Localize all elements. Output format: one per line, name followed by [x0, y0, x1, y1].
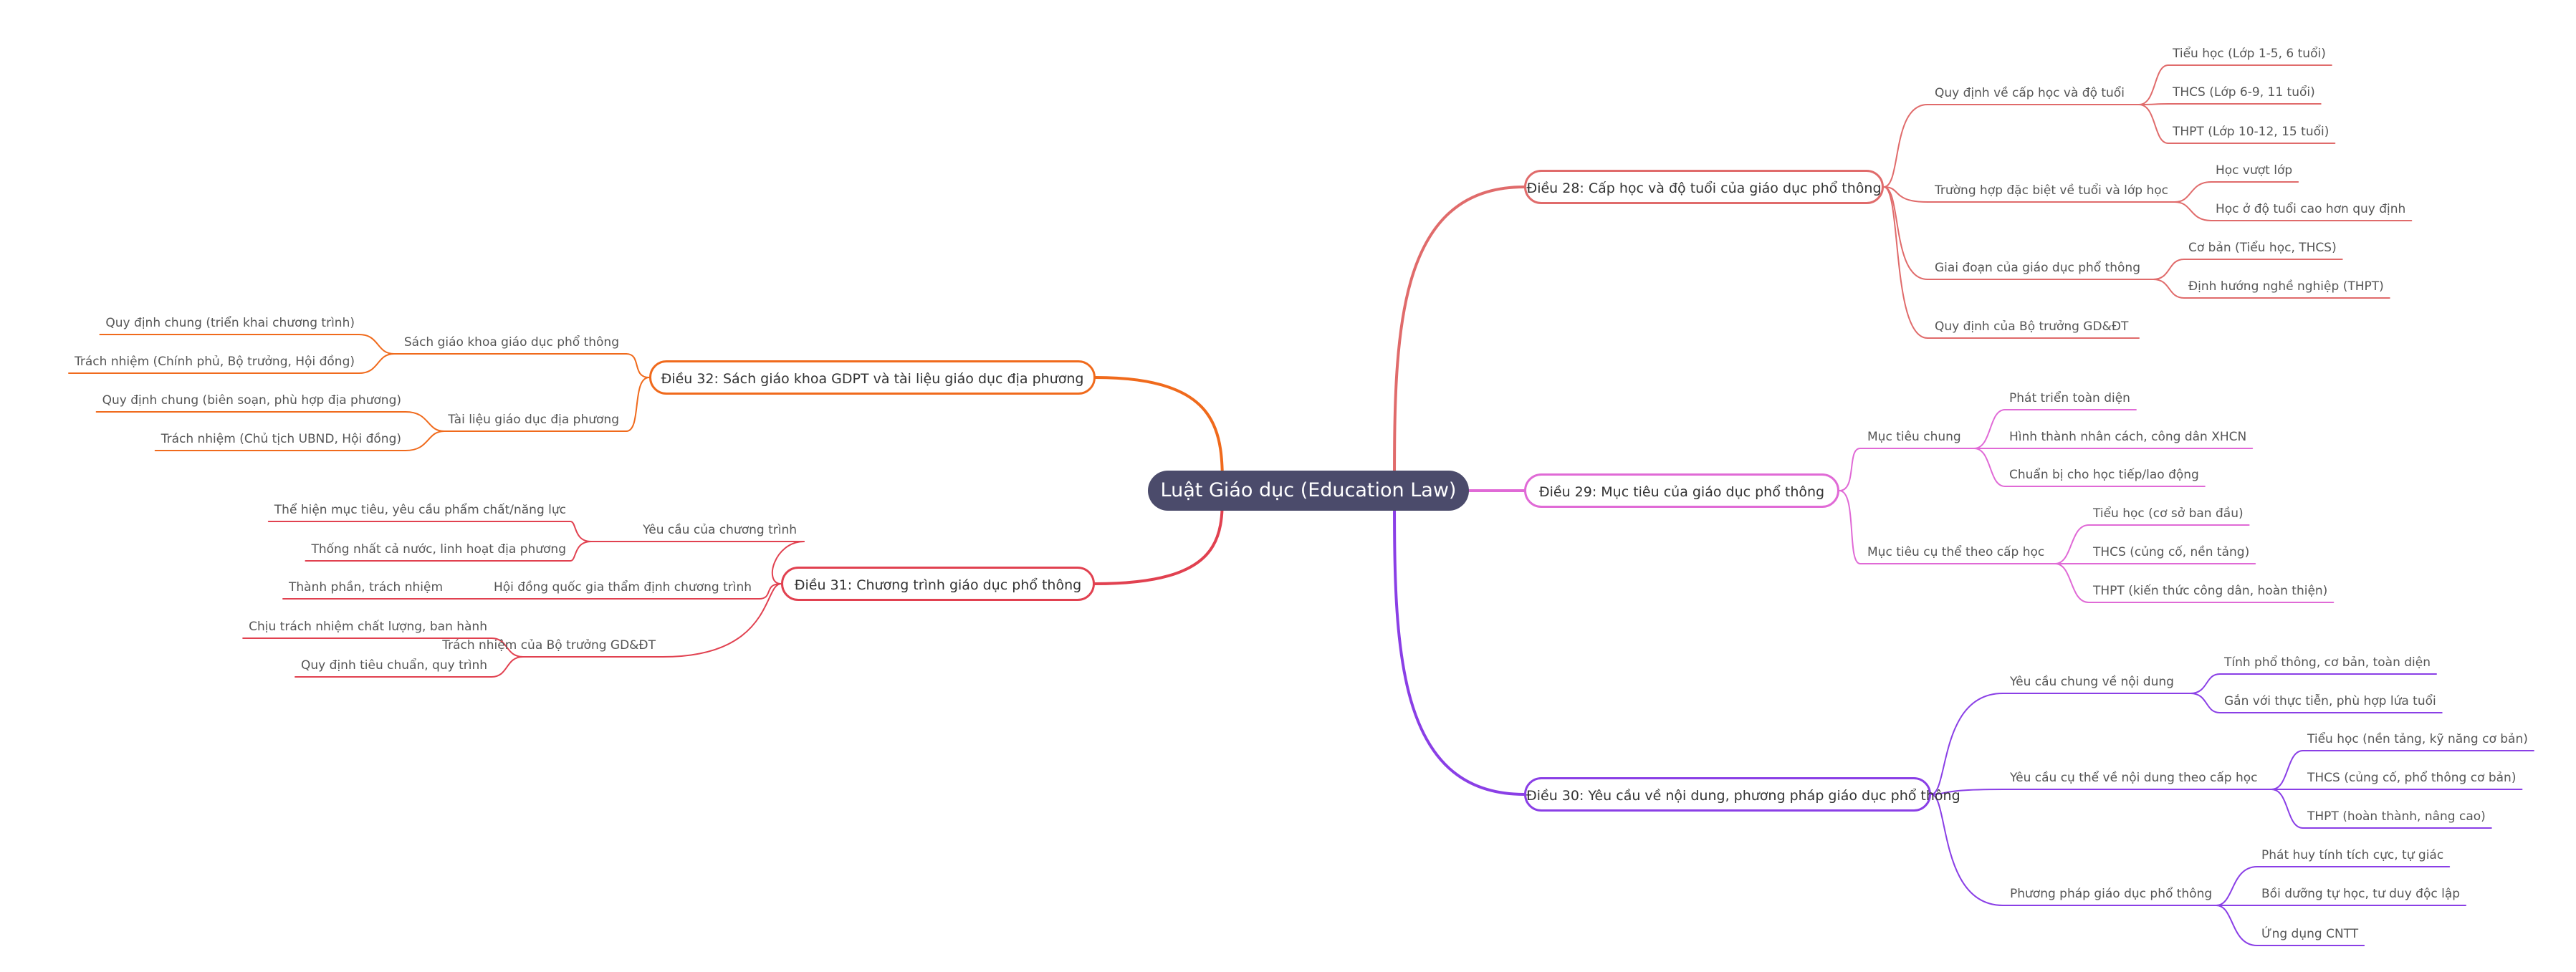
level3-connector — [1973, 448, 2206, 487]
level3-node[interactable]: Chịu trách nhiệm chất lượng, ban hành — [249, 620, 487, 634]
branch-connector — [1094, 376, 1224, 492]
branch-connector — [1393, 489, 1526, 796]
level3-connector — [1973, 409, 2137, 449]
level3-node[interactable]: THCS (Lớp 6-9, 11 tuổi) — [2173, 85, 2315, 100]
level3-node[interactable]: Gắn với thực tiễn, phù hợp lứa tuổi — [2224, 694, 2436, 708]
level2-node[interactable]: Yêu cầu cụ thể về nội dung theo cấp học — [2010, 771, 2258, 785]
level2-node[interactable]: Mục tiêu cụ thể theo cấp học — [1867, 545, 2045, 559]
level2-node[interactable]: Yêu cầu chung về nội dung — [2010, 675, 2174, 689]
level3-connector — [95, 411, 445, 432]
level3-connector — [2271, 750, 2534, 790]
level3-connector — [2054, 563, 2335, 603]
level2-connector — [1930, 693, 2003, 795]
level2-node[interactable]: Quy định về cấp học và độ tuổi — [1935, 86, 2125, 100]
level3-node[interactable]: Trách nhiệm (Chủ tịch UBND, Hội đồng) — [161, 432, 401, 446]
level2-connector — [758, 583, 782, 600]
level3-connector — [2153, 279, 2390, 299]
level2-connector — [1930, 789, 2003, 795]
level3-connector — [2174, 201, 2413, 221]
level3-node[interactable]: Học ở độ tuổi cao hơn quy định — [2216, 202, 2406, 216]
root-topic[interactable]: Luật Giáo dục (Education Law) — [1148, 471, 1469, 511]
level2-node[interactable]: Giai đoạn của giáo dục phổ thông — [1935, 261, 2140, 275]
level3-node[interactable]: THCS (củng cố, phổ thông cơ bản) — [2307, 771, 2517, 785]
level3-node[interactable]: THCS (củng cố, nền tảng) — [2093, 545, 2250, 559]
level2-node[interactable]: Trường hợp đặc biệt về tuổi và lớp học — [1935, 183, 2169, 198]
level3-connector — [68, 353, 395, 374]
level3-connector — [2174, 181, 2299, 203]
level3-connector — [2271, 789, 2492, 829]
level3-node[interactable]: Tiểu học (cơ sở ban đầu) — [2093, 506, 2244, 521]
level3-connector — [2216, 866, 2451, 906]
level3-node[interactable]: Trách nhiệm (Chính phủ, Bộ trưởng, Hội đ… — [75, 355, 355, 369]
level3-connector — [295, 656, 524, 678]
level2-node[interactable]: Trách nhiệm của Bộ trưởng GD&ĐT — [442, 638, 656, 653]
level3-node[interactable]: Định hướng nghề nghiệp (THPT) — [2188, 279, 2384, 294]
level3-node[interactable]: Ứng dụng CNTT — [2261, 927, 2359, 941]
branch-node-dieu31[interactable]: Điều 31: Chương trình giáo dục phổ thông — [781, 567, 1095, 601]
level3-connector — [2153, 259, 2343, 280]
level2-connector — [1930, 794, 2003, 906]
level3-connector — [2138, 64, 2332, 105]
level3-connector — [242, 637, 524, 658]
level3-node[interactable]: THPT (hoàn thành, nâng cao) — [2307, 809, 2486, 824]
level2-connector — [626, 377, 650, 432]
level3-node[interactable]: Phát triển toàn diện — [2009, 391, 2130, 405]
level3-connector — [305, 541, 592, 562]
level3-node[interactable]: Quy định chung (biên soạn, phù hợp địa p… — [102, 393, 401, 408]
level3-node[interactable]: Tính phổ thông, cơ bản, toàn diện — [2224, 655, 2431, 670]
level3-connector — [99, 334, 395, 355]
level3-node[interactable]: Cơ bản (Tiểu học, THCS) — [2188, 241, 2337, 255]
level2-connector — [1839, 448, 1861, 491]
level2-connector — [1883, 186, 1928, 339]
level2-connector — [1883, 186, 1928, 280]
branch-node-dieu29[interactable]: Điều 29: Mục tiêu của giáo dục phổ thông — [1524, 473, 1839, 508]
level3-node[interactable]: Học vượt lớp — [2216, 163, 2293, 178]
level3-node[interactable]: THPT (Lớp 10-12, 15 tuổi) — [2173, 125, 2330, 139]
level3-connector — [2190, 673, 2437, 694]
level2-connector — [662, 583, 782, 658]
level3-node[interactable]: Hình thành nhân cách, công dân XHCN — [2009, 430, 2247, 444]
level2-connector — [1839, 490, 1861, 564]
level3-connector — [2054, 524, 2250, 564]
level3-node[interactable]: Quy định tiêu chuẩn, quy trình — [301, 658, 487, 673]
level3-node[interactable]: Tiểu học (nền tảng, kỹ năng cơ bản) — [2307, 732, 2528, 746]
level3-connector — [154, 430, 445, 451]
level2-node[interactable]: Quy định của Bộ trưởng GD&ĐT — [1935, 319, 2129, 334]
level2-connector — [626, 353, 650, 378]
level2-connector — [1883, 186, 1928, 203]
level3-node[interactable]: Tiểu học (Lớp 1-5, 6 tuổi) — [2173, 47, 2326, 61]
level3-connector — [2190, 693, 2443, 713]
level3-node[interactable]: Thành phần, trách nhiệm — [289, 580, 443, 595]
level2-connector — [1883, 104, 1928, 188]
level3-node[interactable]: Quy định chung (triển khai chương trình) — [105, 316, 355, 330]
level3-node[interactable]: Thống nhất cả nước, linh hoạt địa phương — [311, 542, 566, 557]
level3-connector — [267, 521, 592, 542]
branch-node-dieu30[interactable]: Điều 30: Yêu cầu về nội dung, phương phá… — [1524, 777, 1960, 812]
level2-node[interactable]: Phương pháp giáo dục phổ thông — [2010, 887, 2213, 901]
level2-connector — [771, 541, 805, 584]
level3-connector — [2216, 905, 2365, 946]
level3-node[interactable]: THPT (kiến thức công dân, hoàn thiện) — [2093, 584, 2328, 598]
branch-connector — [1393, 186, 1526, 492]
branch-node-dieu32[interactable]: Điều 32: Sách giáo khoa GDPT và tài liệu… — [649, 360, 1096, 395]
level3-node[interactable]: Chuẩn bị cho học tiếp/lao động — [2009, 468, 2199, 482]
level2-node[interactable]: Yêu cầu của chương trình — [643, 523, 797, 537]
level2-node[interactable]: Mục tiêu chung — [1867, 430, 1961, 444]
level3-node[interactable]: Thể hiện mục tiêu, yêu cầu phẩm chất/năn… — [274, 503, 566, 517]
level3-connector — [2138, 103, 2322, 105]
level2-node[interactable]: Sách giáo khoa giáo dục phổ thông — [403, 335, 619, 350]
level3-node[interactable]: Phát huy tính tích cực, tự giác — [2261, 848, 2444, 862]
level3-connector — [2138, 104, 2336, 144]
level2-node[interactable]: Hội đồng quốc gia thẩm định chương trình — [493, 580, 752, 595]
level2-node[interactable]: Tài liệu giáo dục địa phương — [448, 413, 619, 427]
branch-node-dieu28[interactable]: Điều 28: Cấp học và độ tuổi của giáo dục… — [1524, 170, 1884, 204]
level3-node[interactable]: Bồi dưỡng tự học, tư duy độc lập — [2261, 887, 2461, 901]
